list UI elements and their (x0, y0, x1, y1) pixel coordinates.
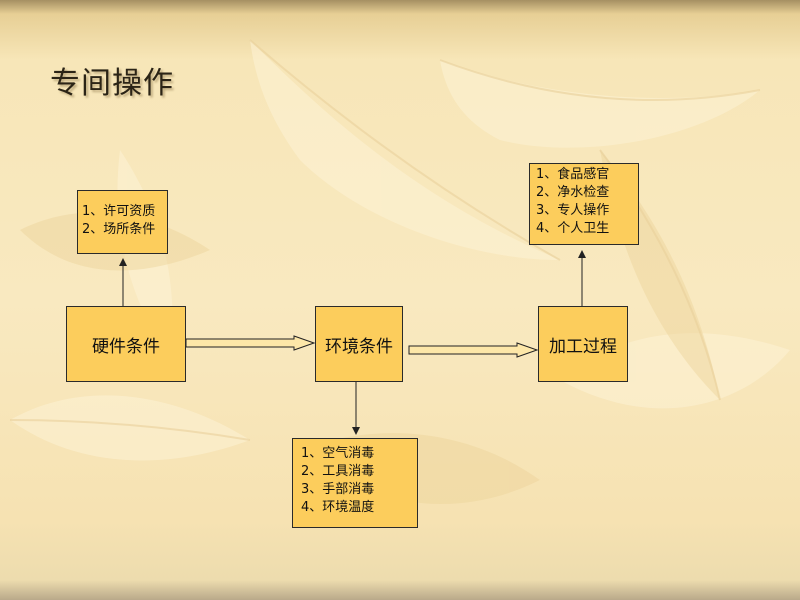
hardware-conditions-label: 硬件条件 (92, 336, 160, 357)
list-item: 4、个人卫生 (536, 221, 610, 236)
hardware-conditions-box: 硬件条件 (66, 306, 186, 382)
processing-process-box: 加工过程 (538, 306, 628, 382)
page-title: 专间操作 (50, 66, 174, 101)
list-item: 3、专人操作 (536, 203, 610, 218)
list-item: 1、许可资质 (82, 204, 156, 219)
processing-process-label: 加工过程 (549, 336, 617, 357)
hardware-details-box: 1、许可资质 2、场所条件 (77, 190, 168, 254)
list-item: 1、空气消毒 (301, 446, 375, 461)
arrow-hardware-to-environment (185, 335, 316, 351)
process-details-box: 1、食品感官 2、净水检查 3、专人操作 4、个人卫生 (529, 163, 639, 245)
list-item: 2、净水检查 (536, 185, 610, 200)
arrow-environment-to-process (408, 342, 539, 358)
list-item: 1、食品感官 (536, 167, 610, 182)
environment-conditions-label: 环境条件 (325, 336, 393, 357)
environment-conditions-box: 环境条件 (315, 306, 403, 382)
environment-details-box: 1、空气消毒 2、工具消毒 3、手部消毒 4、环境温度 (292, 438, 418, 528)
list-item: 4、环境温度 (301, 500, 375, 515)
list-item: 3、手部消毒 (301, 482, 375, 497)
list-item: 2、场所条件 (82, 222, 156, 237)
list-item: 2、工具消毒 (301, 464, 375, 479)
